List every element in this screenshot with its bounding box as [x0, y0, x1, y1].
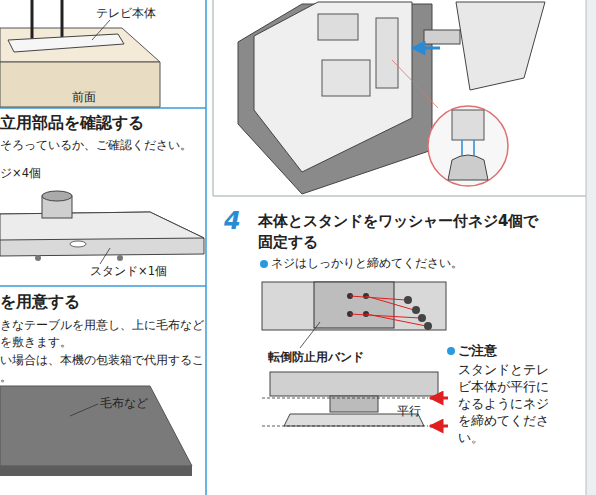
column-divider [205, 0, 207, 495]
screw-illustration [262, 282, 448, 426]
bullet [447, 347, 455, 355]
page-edge [586, 0, 596, 495]
box-illustration [0, 0, 160, 107]
blanket [0, 386, 192, 466]
bullet-text: ネジはしっかりと締めてください。 [271, 256, 463, 270]
assembly-illustration [238, 2, 545, 194]
stand-neck-top [42, 191, 72, 201]
part-label: 転倒防止用バンド [268, 350, 364, 364]
leader-line [70, 404, 98, 416]
page-edge [586, 0, 587, 495]
body-text: い場合は、本機の包装箱で代用するこ [0, 353, 204, 367]
stand-illustration [0, 191, 204, 264]
section-heading: 立用部品を確認する [0, 113, 144, 133]
stand-mount [376, 18, 398, 88]
zoom-mount [452, 110, 484, 140]
stand-neck [424, 30, 460, 44]
part-count: ジ×4個 [0, 166, 41, 180]
parallel-guide [262, 398, 428, 399]
caution-heading: ご注意 [458, 343, 497, 359]
box-front [0, 62, 160, 107]
parallel-arrow [430, 397, 448, 400]
tv-back [254, 2, 412, 172]
panel-border [213, 196, 586, 197]
screw-line [366, 314, 426, 326]
zoom-hook [461, 140, 463, 156]
body-text: そろっているか、ご確認ください。 [0, 138, 192, 152]
part-count: スタンド×1個 [90, 264, 167, 278]
zoom-leader [392, 60, 438, 108]
stand-foot [117, 255, 123, 261]
body-text: を敷きます。 [0, 335, 72, 349]
stand-hole [70, 241, 86, 247]
blanket-illustration [0, 386, 192, 476]
stand-pole [31, 0, 34, 44]
stand-pole [61, 0, 64, 38]
part-label: 平行 [397, 404, 421, 419]
body-text: きなテーブルを用意し、上に毛布など [0, 318, 204, 332]
stand-plate [0, 212, 204, 256]
insert-arrow [412, 47, 440, 50]
panel-border [213, 0, 214, 196]
terminal-panel [318, 14, 358, 40]
washer-screw [418, 314, 426, 322]
leader-line [92, 20, 110, 40]
screw-line [366, 296, 414, 310]
section-divider [0, 285, 206, 287]
blanket-edge [0, 466, 192, 476]
part-label: 毛布など [100, 396, 148, 411]
stand [456, 2, 545, 90]
leader-line [100, 248, 110, 264]
zoom-circle [428, 106, 508, 186]
step-number: 4 [224, 206, 241, 236]
stand-plate [314, 282, 394, 328]
zoom-neck [448, 155, 488, 180]
section-heading: を用意する [0, 292, 80, 312]
stand-foot [35, 255, 41, 261]
tv-body [8, 34, 124, 52]
zoom-hook [473, 140, 475, 156]
part-label: 前面 [72, 90, 96, 105]
caution-text: スタンドとテレ ビ本体が平行に なるようにネジ を締めてくださ い。 [458, 361, 558, 446]
washer-screw [424, 322, 432, 330]
tv-bottom-front [270, 372, 438, 396]
vesa-plate [322, 60, 370, 96]
washer-screw [412, 306, 420, 314]
leader-line [300, 322, 320, 348]
tv-back-bottom [262, 282, 446, 330]
washer-screw [404, 296, 412, 304]
step-heading: 本体とスタンドをワッシャー付ネジ4個で 固定する [258, 211, 554, 253]
parallel-arrow [430, 425, 448, 428]
stand-plate-top [0, 212, 204, 240]
parallel-guide [262, 426, 428, 427]
body-text: 。 [0, 370, 12, 384]
part-label: テレビ本体 [96, 6, 156, 20]
bullet [260, 260, 268, 268]
box-top [0, 28, 160, 62]
